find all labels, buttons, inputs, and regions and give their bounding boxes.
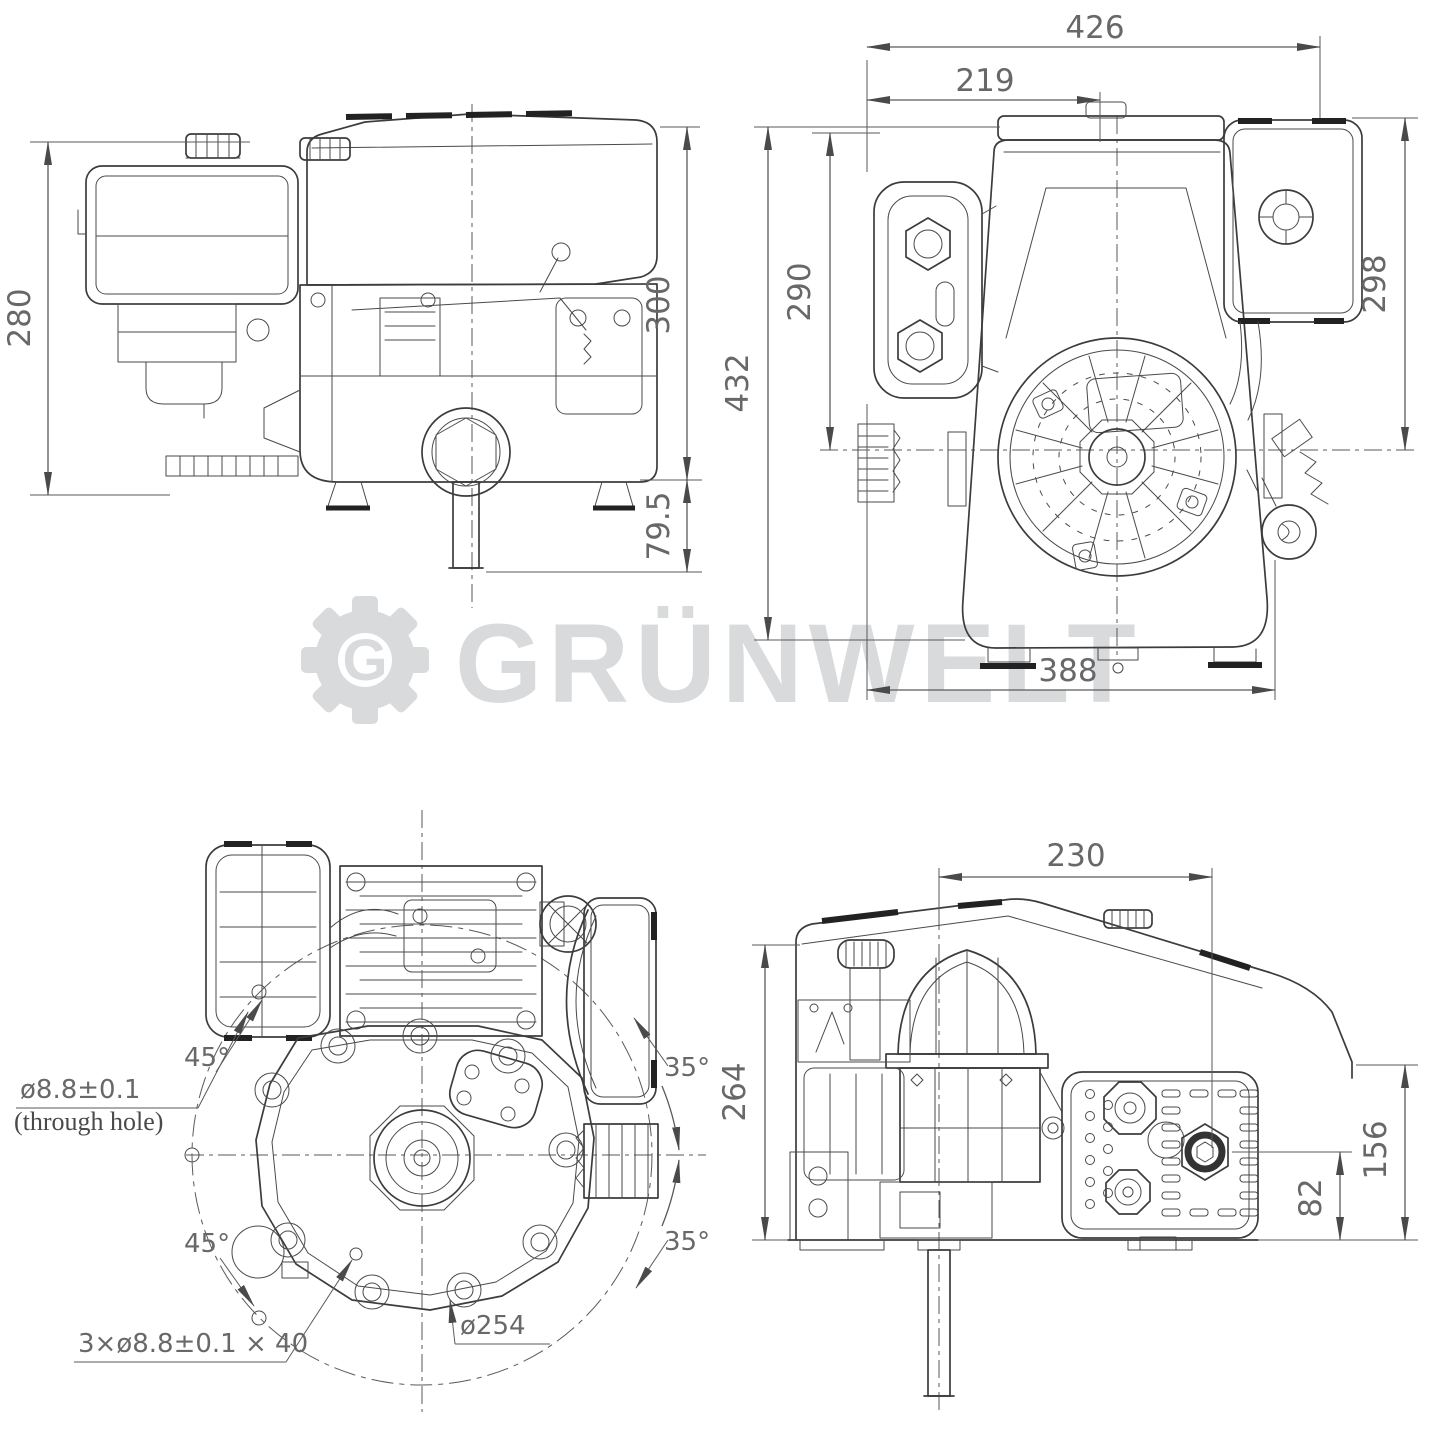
watermark-letter: G (342, 628, 387, 693)
cylinder-block (899, 1067, 1065, 1183)
dim-angle-35-bottom: 35° (635, 1159, 710, 1289)
dim-through-hole: ø8.8±0.1 (through hole) (14, 1011, 249, 1136)
dim-height-156: 156 (1356, 1064, 1418, 1241)
filler-caps (185, 133, 351, 161)
muffler-holes (1085, 1089, 1113, 1209)
dim-label-79-5: 79.5 (641, 491, 677, 560)
bolt-circle (191, 924, 653, 1386)
mount-feet (947, 431, 1262, 674)
dim-width-426: 426 (866, 10, 1321, 172)
air-cleaner-top (205, 841, 399, 1041)
dim-label-388: 388 (1038, 653, 1097, 689)
dim-label-230: 230 (1046, 838, 1105, 874)
dim-angle-35-top: 35° (633, 1017, 710, 1151)
dim-angle-45-bottom: 45° (184, 1229, 255, 1307)
bolt-circle-label: ø254 (460, 1311, 526, 1341)
fan-shroud (961, 101, 1269, 649)
engine-body (795, 898, 1353, 1241)
watermark: G GRÜNWELT (301, 596, 1136, 726)
dim-label-264: 264 (717, 1062, 753, 1121)
mount-holes-label: 3×ø8.8±0.1 × 40 (78, 1329, 308, 1359)
air-cleaner-box (77, 165, 299, 305)
vent-slots (1161, 1089, 1259, 1217)
dim-height-290: 290 (782, 132, 880, 451)
hole-note-label: (through hole) (14, 1107, 163, 1136)
muffler-hex-bolt (1181, 1123, 1229, 1181)
muffler-top (565, 897, 657, 1105)
crankcase-top (184, 984, 659, 1326)
dim-label-298: 298 (1357, 254, 1393, 313)
view-top: 45° ø8.8±0.1 (through hole) 45° 3×ø8.8±0… (14, 810, 710, 1412)
spark-plug-top (539, 895, 597, 953)
dim-label-290: 290 (782, 262, 818, 321)
dim-label-300: 300 (641, 275, 677, 334)
bolt-bosses (254, 1018, 584, 1310)
handle-bracket (873, 181, 999, 399)
dim-height-264: 264 (717, 944, 1418, 1241)
dim-label-432: 432 (720, 353, 756, 412)
mount-hole (251, 1310, 267, 1326)
dim-bolt-circle: ø254 (448, 1299, 550, 1345)
muffler-box (1223, 118, 1363, 421)
pto-shaft (326, 407, 635, 569)
dim-height-298: 298 (1352, 117, 1418, 451)
dim-width-388: 388 (866, 404, 1276, 700)
view-side: 280 300 79.5 (2, 104, 702, 608)
angle-label-35-top: 35° (664, 1053, 710, 1083)
dim-mount-holes: 3×ø8.8±0.1 × 40 (74, 1259, 353, 1363)
mount-base (787, 1239, 1259, 1397)
dim-label-82: 82 (1293, 1178, 1329, 1217)
view-rear: 230 264 156 82 (717, 838, 1418, 1412)
angle-label-45-top: 45° (184, 1043, 230, 1073)
dim-height-300: 300 79.5 (486, 126, 702, 573)
fuel-valve-cap (1246, 469, 1317, 560)
dim-label-426: 426 (1065, 10, 1124, 46)
gear-logo-icon: G (301, 596, 429, 724)
angle-label-35-bottom: 35° (664, 1227, 710, 1257)
dim-height-432: 432 (720, 126, 1000, 641)
carburetor (117, 303, 270, 419)
oil-cap (837, 939, 895, 1061)
muffler-rear (1061, 1071, 1259, 1251)
dim-height-280: 280 (2, 141, 250, 496)
view-front: 426 219 432 290 298 388 (720, 10, 1418, 700)
dim-width-230: 230 (938, 838, 1213, 1148)
dim-height-82: 82 (1232, 1151, 1352, 1241)
recoil-starter-grille (997, 337, 1237, 577)
oil-fill-knob (857, 423, 901, 503)
dim-label-219: 219 (955, 63, 1014, 99)
grille-pads (1032, 389, 1208, 571)
hole-dia-label: ø8.8±0.1 (20, 1075, 140, 1105)
dim-label-156: 156 (1358, 1120, 1394, 1179)
dim-angle-45-top: 45° (184, 999, 263, 1073)
fuel-tank (306, 110, 658, 286)
dim-width-219: 219 (866, 63, 1101, 142)
mount-hole (184, 1147, 200, 1163)
angle-label-45-bottom: 45° (184, 1229, 230, 1259)
cylinder-fins (339, 865, 543, 1037)
crankcase (165, 242, 658, 483)
spark-plug (1263, 413, 1329, 505)
mount-hole (251, 984, 267, 1000)
dim-label-280: 280 (2, 288, 38, 347)
controls-and-brackets (789, 999, 993, 1241)
mount-hole (349, 1247, 363, 1261)
